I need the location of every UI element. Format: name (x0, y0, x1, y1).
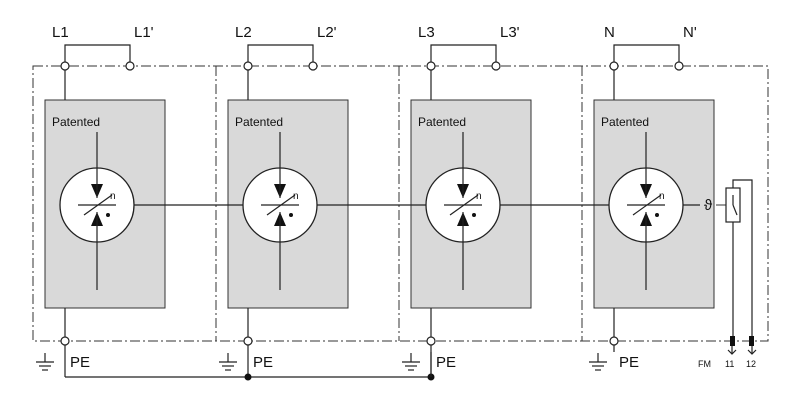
terminal-bridge (430, 44, 497, 66)
enclosure-outline (32, 65, 769, 342)
contact-11-label: 11 (725, 359, 734, 369)
patented-label: Patented (52, 115, 100, 129)
input-terminal (609, 61, 619, 71)
patented-label: Patented (418, 115, 466, 129)
contact-12-terminal (749, 336, 754, 346)
n-label: n (476, 191, 482, 202)
input-terminal-label: L1 (52, 24, 69, 41)
input-terminal-label: L3 (418, 24, 435, 41)
pe-bus (65, 352, 435, 381)
pe-label: PE (619, 354, 639, 371)
output-terminal-label: L1' (134, 24, 154, 41)
output-terminal-label: N' (683, 24, 697, 41)
output-terminal (674, 61, 684, 71)
module-l1: Patented L1 L1' n PE (36, 24, 217, 377)
n-label: n (659, 191, 665, 202)
input-terminal-label: L2 (235, 24, 252, 41)
input-terminal-label: N (604, 24, 615, 41)
contact-11-terminal (730, 336, 735, 346)
output-terminal (125, 61, 135, 71)
ground-icon (402, 353, 420, 371)
ground-icon (36, 353, 54, 371)
module-l3: Patented L3 L3' n PE (402, 24, 583, 377)
input-terminal (426, 61, 436, 71)
terminal-bridge (64, 44, 131, 66)
pe-label: PE (436, 354, 456, 371)
contact-12-label: 12 (746, 359, 756, 369)
output-terminal-label: L3' (500, 24, 520, 41)
output-terminal (308, 61, 318, 71)
output-terminal-label: L2' (317, 24, 337, 41)
ground-icon (219, 353, 237, 371)
pe-terminal (60, 336, 70, 346)
n-label: n (293, 191, 299, 202)
varistor-icon (242, 132, 318, 290)
remote-signal-contact: ϑ FM 11 12 (698, 179, 757, 369)
ground-icon (589, 353, 607, 371)
terminal-bridge (247, 44, 314, 66)
output-terminal (491, 61, 501, 71)
n-label: n (110, 191, 116, 202)
terminal-bridge (613, 44, 680, 66)
pe-terminal (243, 336, 253, 346)
pe-terminal (609, 336, 619, 346)
pe-terminal (426, 336, 436, 346)
patented-label: Patented (235, 115, 283, 129)
module-n: Patented N N' n PE (589, 24, 715, 371)
input-terminal (60, 61, 70, 71)
pe-label: PE (253, 354, 273, 371)
input-terminal (243, 61, 253, 71)
pe-label: PE (70, 354, 90, 371)
patented-label: Patented (601, 115, 649, 129)
fm-label: FM (698, 359, 711, 369)
module-l2: Patented L2 L2' n PE (219, 24, 400, 377)
thermal-symbol: ϑ (704, 197, 713, 214)
